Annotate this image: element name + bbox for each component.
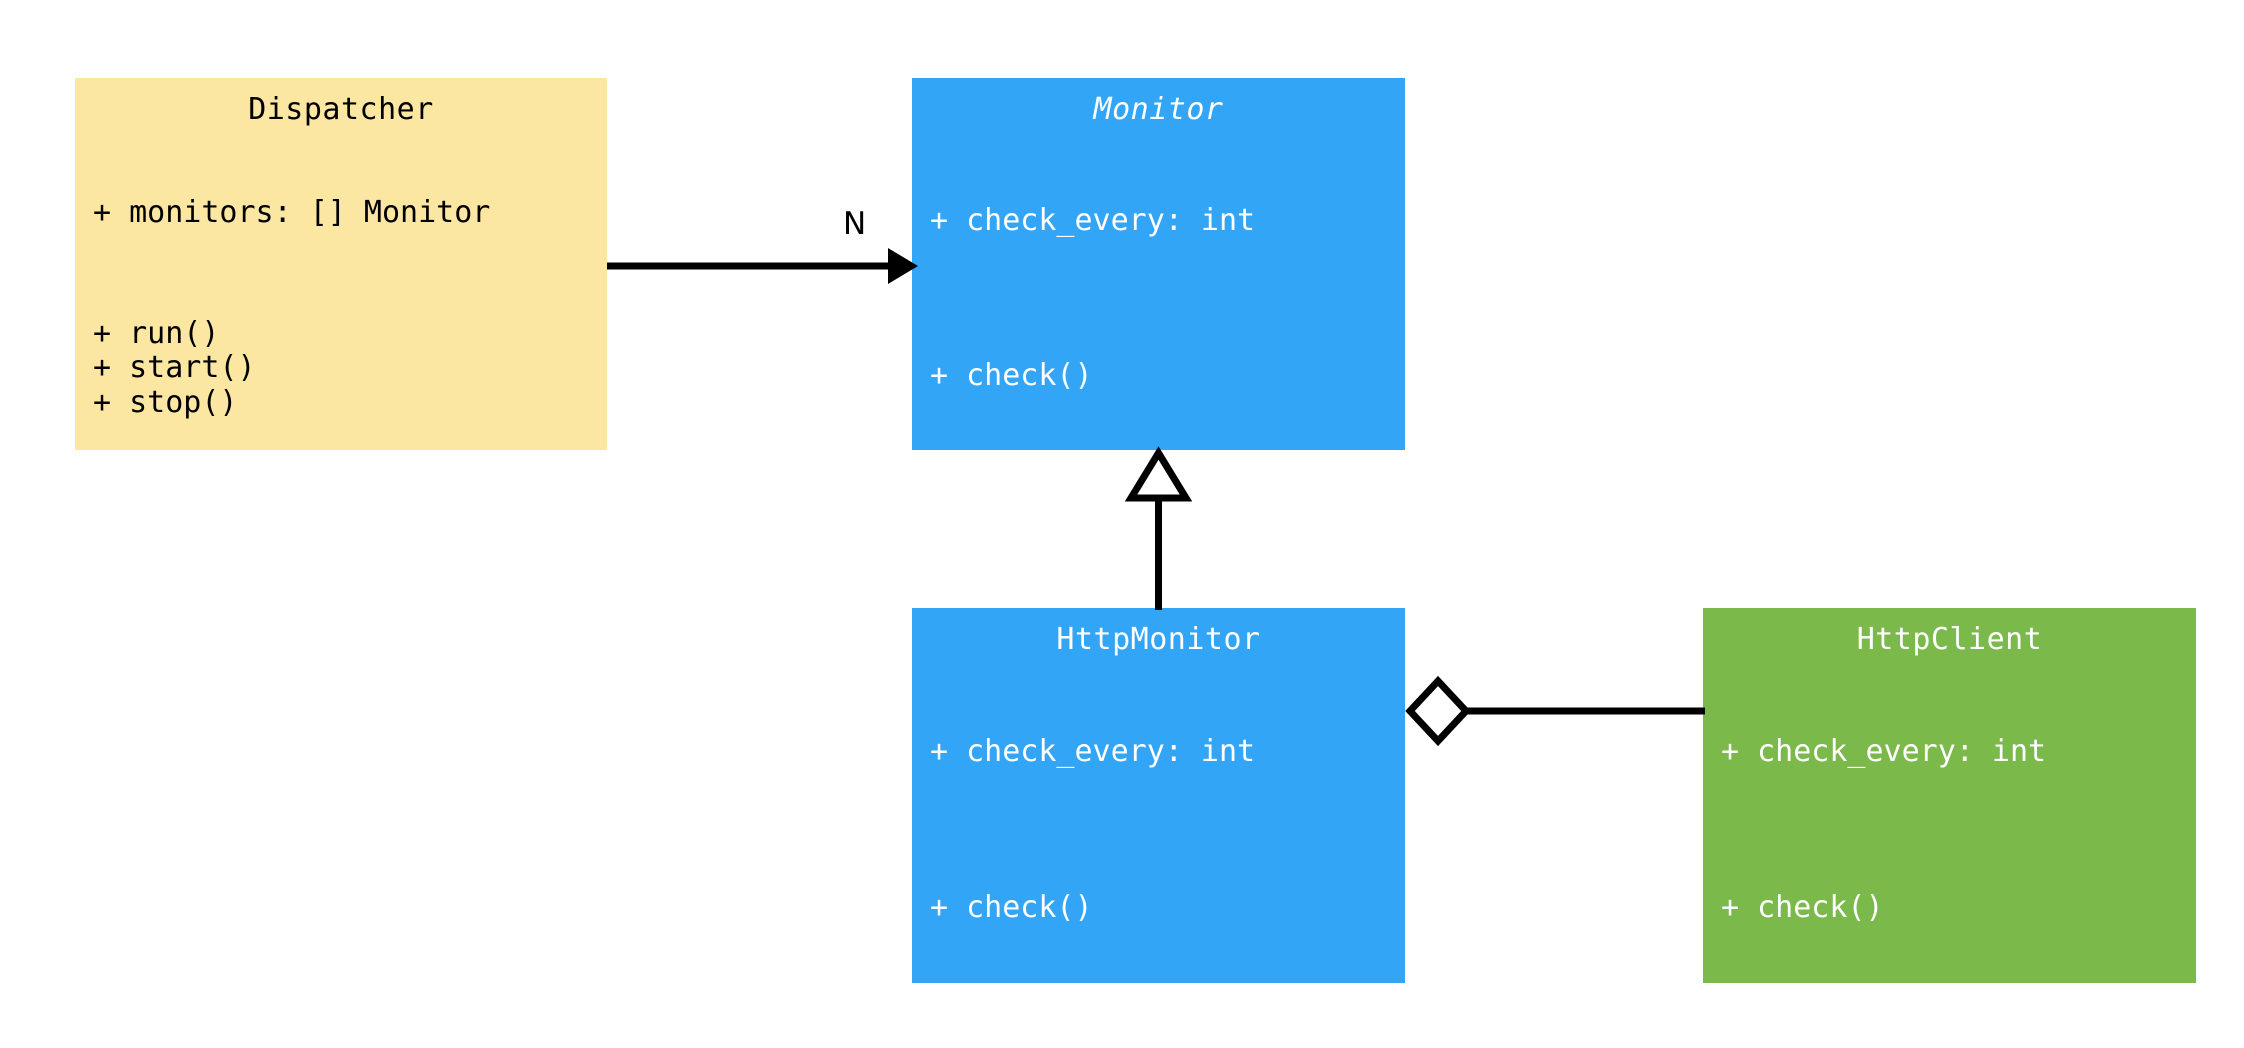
class-title-monitor: Monitor (1093, 91, 1224, 127)
class-attributes-dispatcher: + monitors: [] Monitor (75, 147, 607, 280)
filled-arrowhead-icon (888, 248, 918, 284)
class-box-http-monitor[interactable]: HttpMonitor + check_every: int + check() (912, 608, 1405, 983)
class-methods-monitor: + check() (912, 302, 1405, 450)
class-title-http-monitor: HttpMonitor (1056, 621, 1261, 657)
attribute-row: + check_every: int (930, 202, 1256, 238)
hollow-diamond-icon (1405, 675, 1471, 747)
class-attributes-http-client: + check_every: int (1703, 677, 2196, 827)
class-methods-http-monitor: + check() (912, 834, 1405, 983)
method-row: + run() (93, 315, 220, 351)
generalization-httpmonitor-monitor (1124, 446, 1193, 610)
attribute-row: + check_every: int (930, 733, 1256, 769)
class-attributes-monitor: + check_every: int (912, 147, 1405, 295)
method-row: + check() (1721, 890, 1884, 926)
class-box-dispatcher[interactable]: Dispatcher + monitors: [] Monitor + run(… (75, 78, 607, 450)
class-attributes-http-monitor: + check_every: int (912, 677, 1405, 827)
class-title-http-client: HttpClient (1856, 621, 2043, 657)
attribute-row: + monitors: [] Monitor (93, 195, 491, 231)
association-dispatcher-monitor (607, 248, 918, 284)
hollow-triangle-icon (1124, 446, 1193, 502)
class-methods-http-client: + check() (1703, 834, 2196, 983)
class-box-monitor[interactable]: Monitor + check_every: int + check() (912, 78, 1405, 450)
class-box-http-client[interactable]: HttpClient + check_every: int + check() (1703, 608, 2196, 983)
class-title-dispatcher: Dispatcher (248, 91, 434, 127)
association-multiplicity-label: N (843, 206, 867, 242)
method-row: + start() (93, 350, 256, 386)
aggregation-httpmonitor-httpclient (1405, 675, 1705, 747)
class-methods-dispatcher: + run() + start() + stop() (75, 287, 607, 450)
method-row: + check() (930, 357, 1093, 393)
method-row: + check() (930, 890, 1093, 926)
method-row: + stop() (93, 384, 238, 420)
attribute-row: + check_every: int (1721, 733, 2047, 769)
